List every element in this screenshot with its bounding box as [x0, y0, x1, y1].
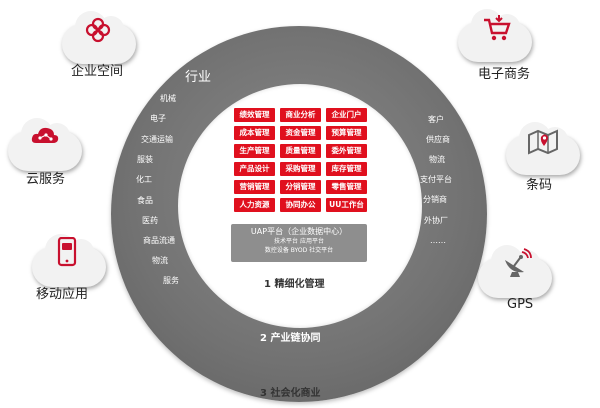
- level3-label: 3 社会化商业: [260, 388, 321, 399]
- module-cell: UU工作台: [326, 198, 367, 212]
- module-cell: 产品设计: [234, 162, 275, 176]
- module-cell: 协同办公: [280, 198, 321, 212]
- management-module-grid: 绩效管理 商业分析 企业门户 成本管理 资金管理 预算管理 生产管理 质量管理 …: [234, 108, 367, 212]
- barcode-label: 条码: [526, 178, 553, 193]
- module-cell: 绩效管理: [234, 108, 275, 122]
- cloud-service-cloud: [8, 118, 82, 171]
- mobile-app-cloud: [32, 234, 106, 287]
- module-cell: 人力资源: [234, 198, 275, 212]
- partner-item: 外协厂: [424, 216, 448, 225]
- partner-item: 供应商: [426, 135, 450, 144]
- module-cell: 采购管理: [280, 162, 321, 176]
- module-cell: 分销管理: [280, 180, 321, 194]
- enterprise-space-label: 企业空间: [71, 64, 124, 79]
- partner-item: 物流: [429, 155, 445, 164]
- module-cell: 零售管理: [326, 180, 367, 194]
- module-cell: 质量管理: [280, 144, 321, 158]
- module-cell: 商业分析: [280, 108, 321, 122]
- partner-item: ……: [430, 236, 446, 245]
- platform-title: UAP平台（企业数据中心）: [250, 227, 348, 236]
- partner-item: 支付平台: [420, 175, 452, 184]
- level2-label: 2 产业链协同: [260, 333, 321, 344]
- module-cell: 企业门户: [326, 108, 367, 122]
- barcode-cloud: [506, 122, 580, 175]
- enterprise-space-cloud: [62, 11, 136, 64]
- industry-item: 交通运输: [141, 135, 173, 144]
- gps-cloud: [478, 245, 552, 298]
- module-cell: 资金管理: [280, 126, 321, 140]
- industry-item: 商品流通: [143, 236, 175, 245]
- cloud-network-icon: [31, 127, 59, 143]
- uap-platform-box: UAP平台（企业数据中心） 技术平台 应用平台 数控设备 BYOD 社交平台: [231, 224, 367, 262]
- industry-item: 机械: [160, 94, 176, 103]
- platform-line: 技术平台 应用平台: [274, 238, 324, 245]
- barcode-map-icon: [528, 129, 558, 155]
- flower-icon: [85, 17, 111, 43]
- ecommerce-cloud: [458, 9, 532, 62]
- industry-title: 行业: [185, 70, 212, 85]
- industry-item: 食品: [137, 196, 153, 205]
- industry-item: 医药: [142, 216, 158, 225]
- module-cell: 库存管理: [326, 162, 367, 176]
- level1-label: 1 精细化管理: [264, 279, 325, 290]
- ecommerce-label: 电子商务: [478, 67, 531, 82]
- module-cell: 委外管理: [326, 144, 367, 158]
- mobile-app-label: 移动应用: [36, 287, 89, 302]
- industry-item: 化工: [136, 175, 152, 184]
- module-cell: 预算管理: [326, 126, 367, 140]
- satellite-dish-icon: [505, 248, 532, 277]
- industry-item: 服务: [163, 276, 179, 285]
- industry-item: 电子: [150, 114, 166, 123]
- shopping-cart-icon: [484, 15, 511, 41]
- gps-label: GPS: [507, 297, 534, 312]
- cloud-service-label: 云服务: [26, 172, 66, 187]
- industry-item: 物流: [152, 256, 168, 265]
- mobile-phone-icon: [57, 237, 77, 267]
- partner-item: 客户: [428, 115, 444, 124]
- platform-line: 数控设备 BYOD 社交平台: [264, 247, 334, 254]
- module-cell: 营销管理: [234, 180, 275, 194]
- module-cell: 生产管理: [234, 144, 275, 158]
- partner-item: 分销商: [423, 195, 447, 204]
- module-cell: 成本管理: [234, 126, 275, 140]
- industry-item: 服装: [137, 155, 153, 164]
